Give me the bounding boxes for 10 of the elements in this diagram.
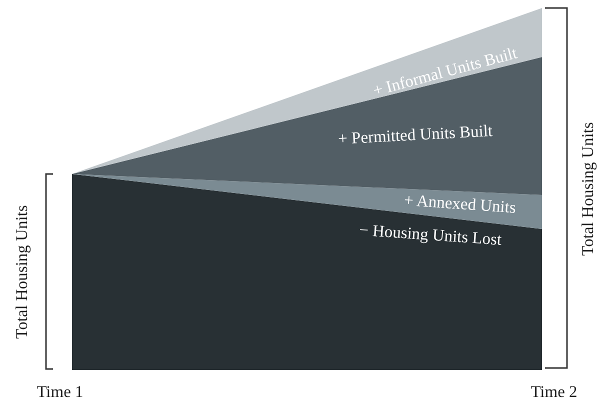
band-label: + Annexed Units bbox=[403, 190, 517, 218]
band-label: − Housing Units Lost bbox=[358, 220, 502, 250]
time-label: Time 2 bbox=[530, 382, 578, 402]
band-shape bbox=[72, 8, 542, 174]
area-shape bbox=[72, 174, 542, 370]
band-label: + Permitted Units Built bbox=[337, 120, 493, 150]
axis-label: Total Housing Units bbox=[578, 122, 598, 256]
axis-label: Total Housing Units bbox=[12, 205, 32, 339]
band-label: + Informal Units Built bbox=[370, 43, 520, 101]
time-label: Time 1 bbox=[36, 382, 84, 402]
